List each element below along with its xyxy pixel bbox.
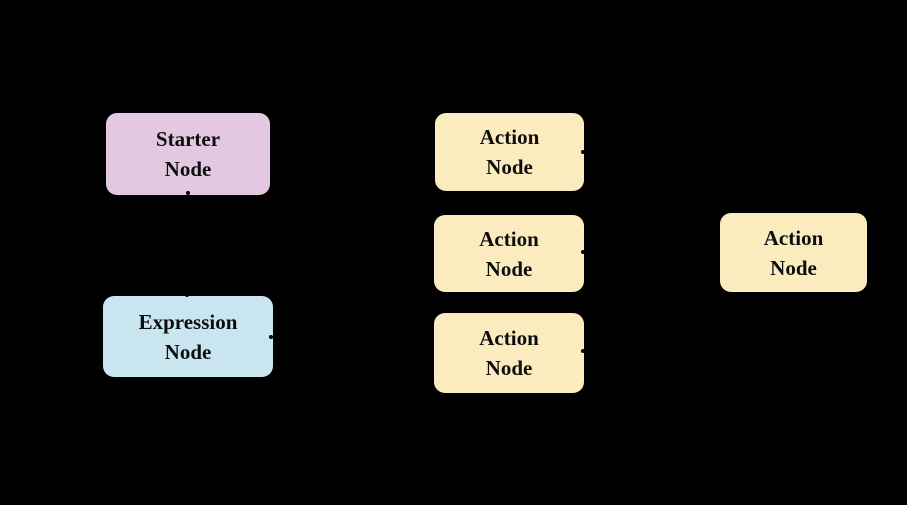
expression-node: Expression Node <box>103 296 273 377</box>
action-node-2-label: Action Node <box>479 226 539 281</box>
action-node-1-label: Action Node <box>479 125 540 179</box>
connector-endpoint-dot <box>581 250 585 254</box>
action-node-4: Action Node <box>720 213 867 292</box>
action-node-3: Action Node <box>434 313 584 393</box>
connector-endpoint-dot <box>269 335 273 339</box>
action-node-2: Action Node <box>434 215 584 292</box>
action-node-3-label: Action Node <box>479 326 539 380</box>
connector-endpoint-dot <box>581 150 585 154</box>
action-node-1: Action Node <box>435 113 584 191</box>
starter-node: Starter Node <box>106 113 270 195</box>
connector-endpoint-dot <box>185 293 189 297</box>
starter-node-label: Starter Node <box>155 127 221 181</box>
connector-endpoint-dot <box>581 349 585 353</box>
expression-node-label: Expression Node <box>138 309 238 364</box>
connector-endpoint-dot <box>186 191 190 195</box>
action-node-4-label: Action Node <box>763 225 824 280</box>
